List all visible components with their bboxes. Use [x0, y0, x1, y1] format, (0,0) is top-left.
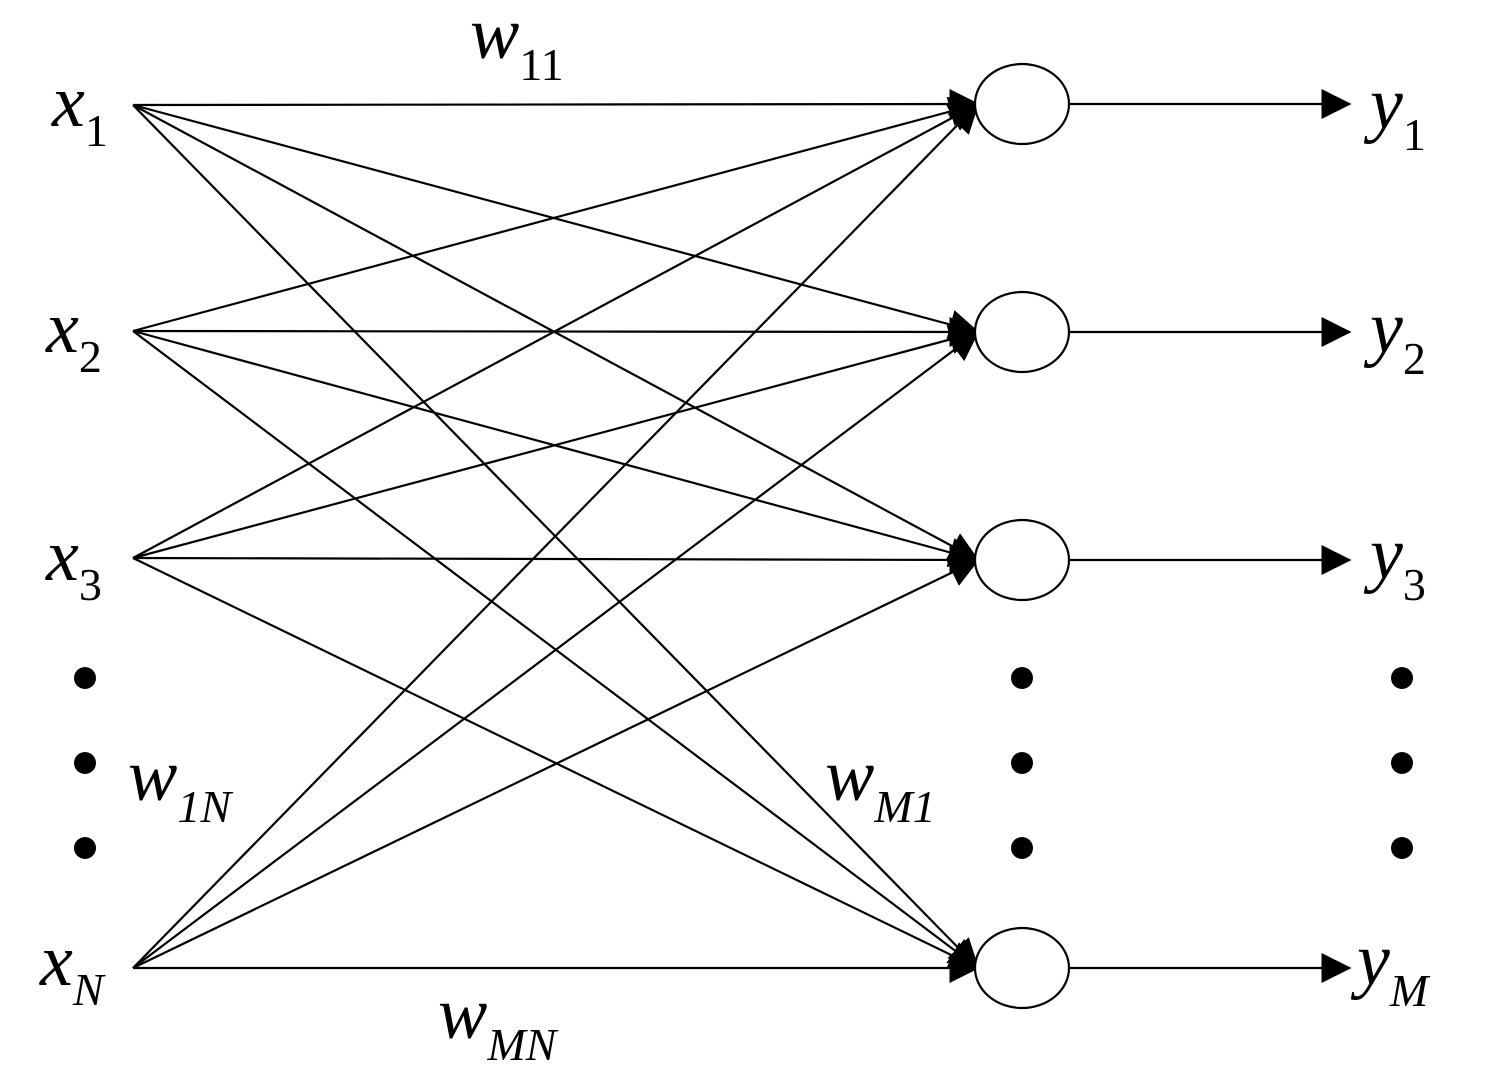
input-ellipsis-dot-2 [74, 752, 96, 774]
input-label-xN: xN [39, 920, 106, 1015]
output-label-y1: y1 [1363, 63, 1426, 160]
neuron-1 [973, 62, 1071, 146]
ellipsis-dots [74, 667, 1413, 859]
output-label-y2: y2 [1363, 287, 1426, 384]
input-ellipsis-dot-1 [74, 667, 96, 689]
connection-x3-to-neuron2 [132, 324, 980, 560]
weight-label-wMN: wMN [438, 973, 559, 1070]
neuron-ellipsis-dot-3 [1011, 837, 1033, 859]
connection-x4-to-neuron3 [132, 558, 980, 969]
weight-label-w11: w11 [470, 0, 564, 90]
output-ellipsis-dot-2 [1391, 752, 1413, 774]
neuron-3 [973, 518, 1071, 602]
connection-x3-to-neuron1 [132, 103, 980, 559]
output-ellipsis-dot-1 [1391, 667, 1413, 689]
weight-label-wM1: wM1 [825, 735, 936, 832]
input-label-x3: x3 [45, 515, 102, 610]
connection-x2-to-neuron1 [132, 96, 980, 333]
neuron-4 [973, 926, 1071, 1010]
connection-x3-to-neuron3 [132, 544, 980, 575]
output-neurons [973, 62, 1071, 1010]
input-label-x2: x2 [45, 287, 102, 382]
connection-x4-to-neuron2 [132, 331, 980, 969]
weight-connections [132, 89, 980, 983]
input-ellipsis-dot-3 [74, 837, 96, 859]
neuron-ellipsis-dot-2 [1011, 752, 1033, 774]
output-label-y3: y3 [1363, 513, 1426, 610]
connection-x1-to-neuron1 [132, 89, 980, 120]
output-arrows [1070, 89, 1352, 983]
neuron-ellipsis-dot-1 [1011, 667, 1033, 689]
connection-x4-to-neuron1 [132, 102, 980, 969]
neuron-2 [973, 290, 1071, 374]
weight-label-w1N: w1N [128, 735, 233, 832]
output-label-yM: yM [1350, 919, 1431, 1016]
input-label-x1: x1 [51, 61, 108, 156]
output-ellipsis-dot-3 [1391, 837, 1413, 859]
